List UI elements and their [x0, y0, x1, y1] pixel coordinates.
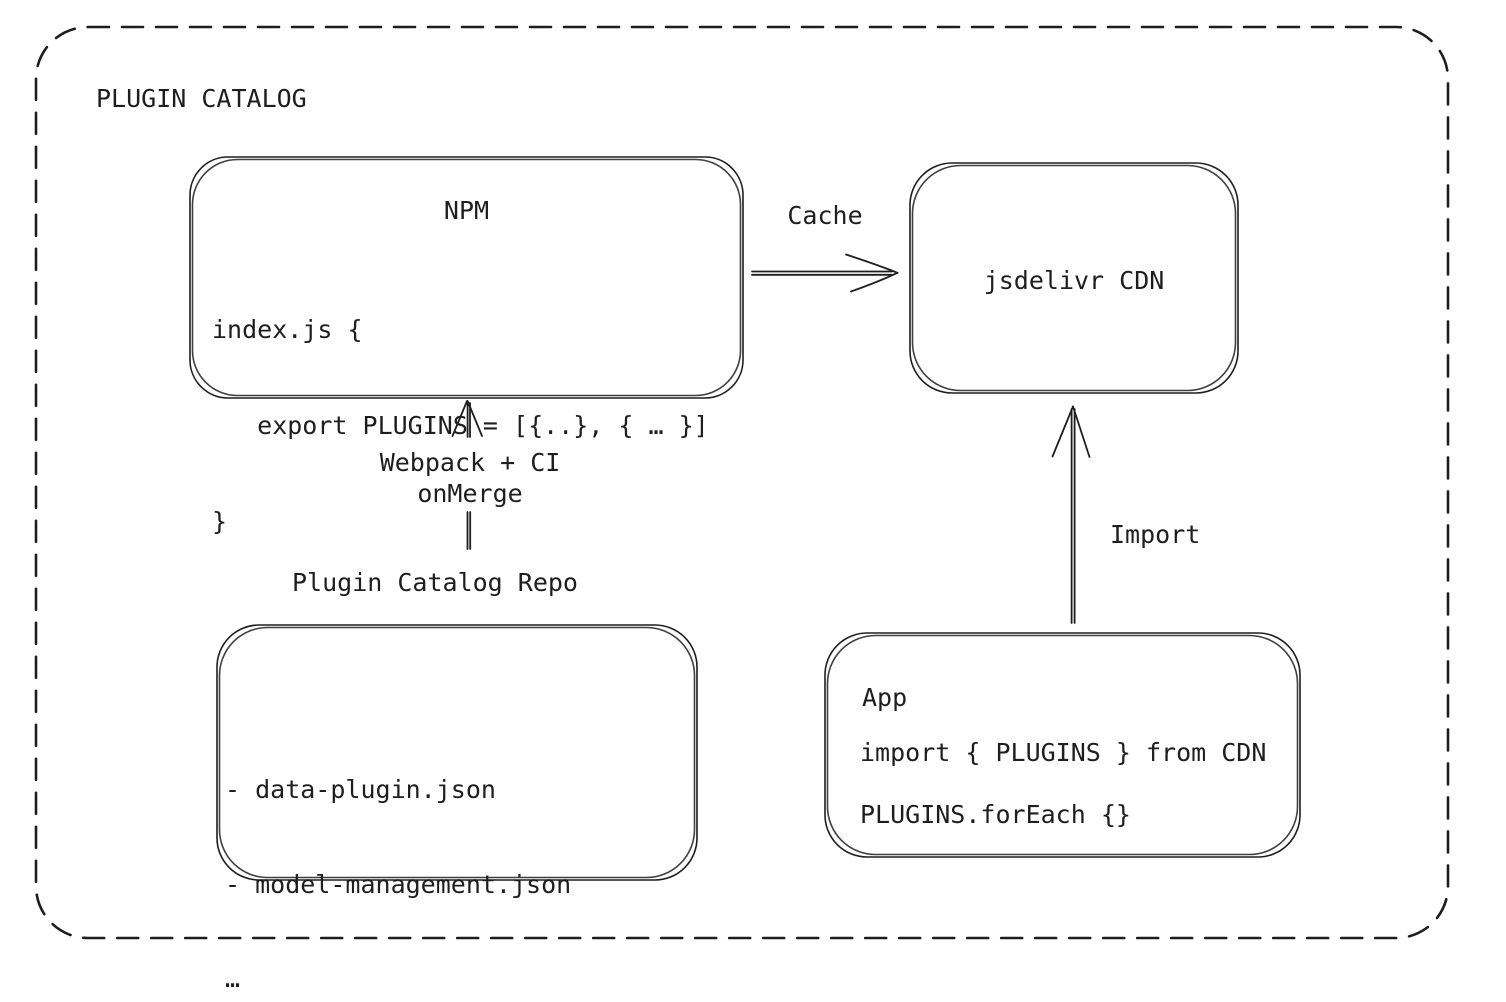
repo-file-item: - model-management.json [225, 869, 572, 899]
repo-file-item: … [225, 964, 241, 993]
cache-arrow-label: Cache [787, 201, 863, 230]
npm-code-line: export PLUGINS = [{..}, { … }] [212, 411, 709, 440]
cdn-box [909, 162, 1239, 394]
repo-box [216, 624, 698, 881]
repo-file-item: - data-plugin.json [225, 775, 496, 804]
import-arrow-label: Import [1110, 520, 1201, 549]
npm-code-line: } [212, 507, 228, 536]
catalog-title: PLUGIN CATALOG [96, 84, 307, 113]
build-arrow-label-line2: onMerge [417, 479, 523, 508]
cdn-box-label: jsdelivr CDN [983, 266, 1165, 295]
catalog-boundary-box [34, 25, 1450, 940]
import-arrow [1051, 405, 1091, 624]
repo-file-list: - data-plugin.json - model-management.js… [225, 711, 571, 1002]
repo-box-title: Plugin Catalog Repo [292, 568, 578, 597]
build-arrow-label-line1: Webpack + CI [379, 448, 561, 477]
app-code-line: import { PLUGINS } from CDN [860, 738, 1267, 767]
npm-code-line: index.js { [212, 315, 363, 344]
app-code-line: PLUGINS.forEach {} [860, 800, 1131, 829]
npm-code-block: index.js { export PLUGINS = [{..}, { … }… [212, 250, 709, 602]
npm-box-title: NPM [443, 196, 490, 225]
app-box-title: App [862, 683, 908, 712]
npm-box [189, 156, 744, 399]
app-box [824, 632, 1301, 858]
build-arrow [451, 400, 483, 550]
cache-arrow [751, 253, 899, 293]
